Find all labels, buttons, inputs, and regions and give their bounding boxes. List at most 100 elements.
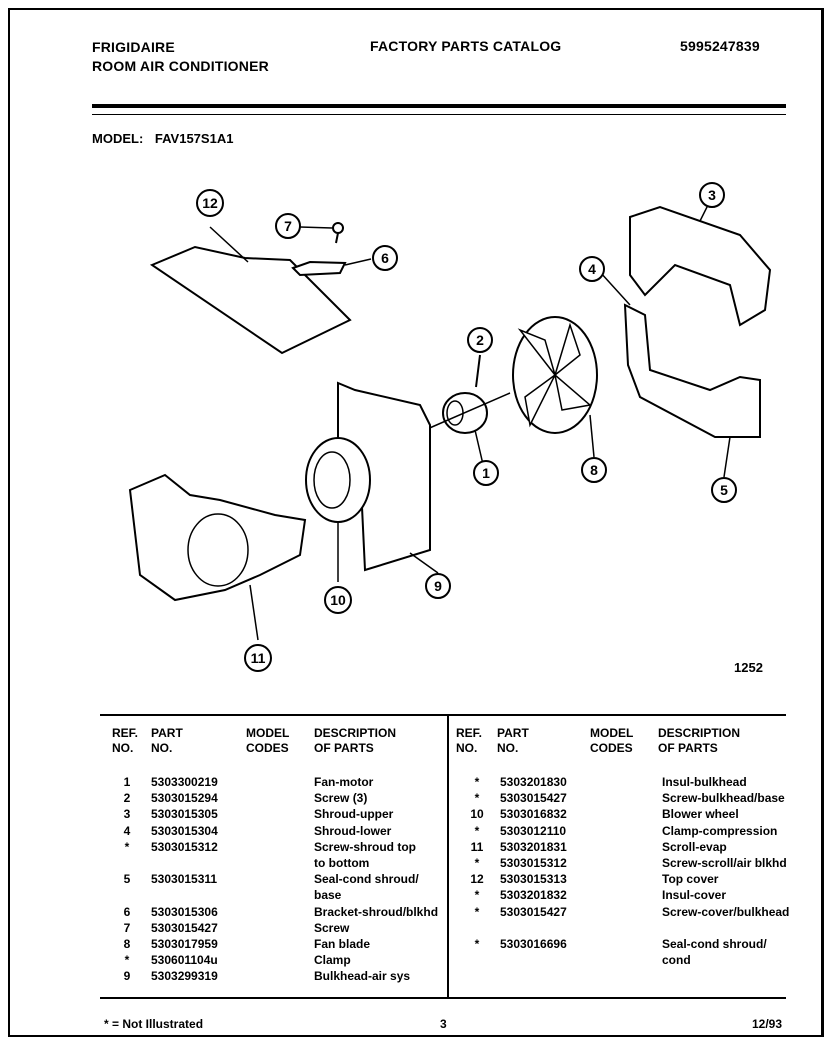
header-rule-thin [92, 114, 786, 115]
header-ref-left: REF.NO. [112, 726, 139, 755]
ref-cell: 1 [123, 775, 131, 789]
callout-markers: 1 2 3 4 5 6 7 8 9 10 11 12 [196, 182, 737, 672]
part-number-cell: 5303015311 [151, 872, 218, 887]
description-cell: Screw-bulkhead/base [662, 791, 785, 806]
description-cell: Shroud-upper [314, 807, 394, 822]
brand-name: FRIGIDAIRE [92, 39, 175, 55]
part-number-cell: 5303015427 [500, 904, 567, 919]
screw-drawing [332, 222, 344, 234]
callout-10: 10 [330, 592, 346, 608]
page-number: 3 [440, 1017, 447, 1031]
part-number-cell: 5303012110 [500, 823, 567, 838]
part-number-cell: 5303015304 [151, 823, 218, 838]
description-cell: Top cover [662, 872, 719, 887]
description-cell: Seal-cond shroud/ [314, 872, 419, 887]
exploded-parts-diagram: 1 2 3 4 5 6 7 8 9 10 11 12 [128, 182, 772, 672]
ref-cell: 10 [470, 807, 484, 822]
description-cell: Bulkhead-air sys [314, 969, 411, 984]
callout-12: 12 [202, 195, 218, 211]
callout-2: 2 [476, 332, 484, 348]
part-number-cell: 5303017959 [151, 937, 218, 951]
description-cell: Insul-bulkhead [662, 775, 747, 789]
page-frame [8, 8, 824, 1037]
callout-9: 9 [434, 578, 442, 594]
table-column-divider [447, 714, 449, 998]
not-illustrated-note: * = Not Illustrated [104, 1017, 204, 1031]
description-cell: Clamp [314, 953, 351, 968]
ref-cell: 6 [123, 904, 131, 919]
part-number-cell: 5303016696 [500, 937, 567, 951]
ref-cell: * [474, 856, 480, 870]
part-number-cell: 5303015313 [500, 872, 567, 887]
callout-3: 3 [708, 187, 716, 203]
part-number-cell: 5303300219 [151, 775, 218, 789]
part-number-cell: 5303015306 [151, 904, 218, 919]
lower-shroud-drawing [623, 303, 761, 438]
description-cell: Fan-motor [314, 775, 374, 789]
part-number-cell: 5303201830 [500, 775, 567, 789]
description-cell: Seal-cond shroud/ [662, 937, 767, 951]
ref-cell: * [474, 937, 480, 951]
callout-8: 8 [590, 462, 598, 478]
header-rule-thick [92, 104, 786, 108]
description-cell: Fan blade [314, 937, 371, 951]
description-cell: Shroud-lower [314, 823, 392, 838]
catalog-title: FACTORY PARTS CATALOG [370, 38, 562, 54]
description-cell: Screw (3) [314, 791, 368, 806]
callout-5: 5 [720, 482, 728, 498]
ref-cell: * [474, 823, 480, 838]
description-cell: Insul-cover [662, 888, 727, 903]
drawing-number: 1252 [734, 660, 763, 675]
ref-cell: * [474, 791, 480, 806]
model-line: MODEL: FAV157S1A1 [92, 131, 241, 146]
ref-cell: 9 [123, 969, 131, 984]
ref-cell: * [474, 888, 480, 903]
description-cell: Screw-cover/bulkhead [662, 904, 790, 919]
ref-cell: * [474, 775, 480, 789]
part-number-cell: 5303015427 [500, 791, 567, 806]
ref-cell: 8 [123, 937, 131, 951]
catalog-number: 5995247839 [680, 38, 760, 54]
ref-cell: 7 [123, 920, 131, 935]
brand-block: FRIGIDAIRE ROOM AIR CONDITIONER [92, 38, 269, 76]
part-number-cell: 5303015294 [151, 791, 218, 806]
ref-cell: * [474, 904, 480, 919]
part-number-cell: 5303016832 [500, 807, 567, 822]
ref-cell: * [124, 839, 130, 854]
part-number-cell: 5303201831 [500, 839, 567, 854]
part-number-cell: 530601104u [151, 953, 218, 968]
ref-cell: 12 [470, 872, 484, 887]
part-number-cell: 5303015427 [151, 920, 218, 935]
ref-cell: 5 [123, 872, 131, 887]
part-number-cell: 5303299319 [151, 969, 218, 984]
callout-1: 1 [482, 465, 490, 481]
description-cell: Screw-shroud top [314, 839, 417, 854]
description-cell: Screw [314, 920, 350, 935]
ref-cell: 2 [123, 791, 131, 806]
callout-7: 7 [284, 218, 292, 234]
description-cell: Clamp-compression [662, 823, 778, 838]
ref-cell: 11 [470, 839, 484, 854]
product-line: ROOM AIR CONDITIONER [92, 58, 269, 74]
part-number-cell: 5303015312 [500, 856, 567, 870]
upper-shroud-drawing [629, 205, 772, 327]
table-top-rule [100, 714, 786, 716]
description-cell: base [314, 888, 342, 903]
model-number: FAV157S1A1 [154, 131, 234, 146]
description-cell: Screw-scroll/air blkhd [662, 856, 787, 870]
description-cell: Blower wheel [662, 807, 739, 822]
part-number-cell: 5303015305 [151, 807, 218, 822]
ref-cell: 3 [123, 807, 131, 822]
header-ref-right: REF.NO. [456, 726, 483, 755]
model-label: MODEL: [92, 131, 144, 146]
callout-6: 6 [381, 250, 389, 266]
description-cell: cond [662, 953, 691, 968]
revision-date: 12/93 [752, 1017, 783, 1031]
table-bottom-rule [100, 997, 786, 999]
ref-cell: 4 [123, 823, 131, 838]
